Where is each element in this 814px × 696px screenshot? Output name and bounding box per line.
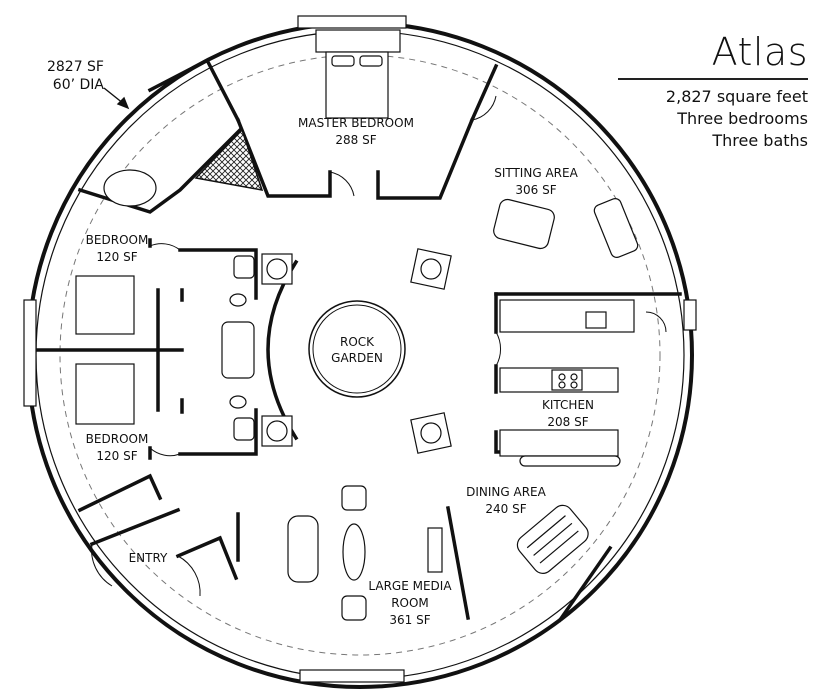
rock-garden-label-1: ROCK xyxy=(340,335,375,349)
dining-area-label: DINING AREA xyxy=(466,485,547,499)
diameter-arrow xyxy=(103,87,130,110)
bedroom-lower-label: BEDROOM xyxy=(86,432,149,446)
master-closet-hatch xyxy=(194,128,264,191)
dining-area-area: 240 SF xyxy=(485,502,526,516)
bedroom-upper-label: BEDROOM xyxy=(86,233,149,247)
diameter-value: 60’ DIA xyxy=(52,77,104,93)
kitchen-area: 208 SF xyxy=(547,415,588,429)
spec-bedrooms: Three bedrooms xyxy=(677,109,808,128)
master-bedroom-area: 288 SF xyxy=(335,133,376,147)
title-rule xyxy=(618,78,808,80)
spec-area: 2,827 square feet xyxy=(665,87,808,106)
kitchen-label: KITCHEN xyxy=(542,398,594,412)
title-block: Atlas 2,827 square feet Three bedrooms T… xyxy=(618,30,808,152)
room-labels: MASTER BEDROOM 288 SF SITTING AREA 306 S… xyxy=(86,116,594,627)
bedroom-lower-area: 120 SF xyxy=(96,449,137,463)
media-room-area: 361 SF xyxy=(389,613,430,627)
dome-windows xyxy=(23,15,697,683)
media-room-label-2: ROOM xyxy=(391,596,429,610)
kitchen-counters xyxy=(499,299,635,467)
sitting-area-area: 306 SF xyxy=(515,183,556,197)
diameter-note: 2827 SF 60’ DIA xyxy=(40,58,104,94)
master-bedroom-label: MASTER BEDROOM xyxy=(298,116,414,130)
bedroom-upper-area: 120 SF xyxy=(96,250,137,264)
doors xyxy=(91,95,667,597)
media-room-label-1: LARGE MEDIA xyxy=(368,579,452,593)
square-footage-note: 2827 SF xyxy=(46,59,104,75)
entry-label: ENTRY xyxy=(129,551,168,565)
sitting-area-label: SITTING AREA xyxy=(494,166,578,180)
furniture xyxy=(75,29,639,621)
rock-garden-label-2: GARDEN xyxy=(331,351,383,365)
plan-title: Atlas xyxy=(711,30,808,74)
interior-walls xyxy=(36,59,682,623)
rock-garden: ROCK GARDEN xyxy=(308,300,406,398)
spec-baths: Three baths xyxy=(712,131,808,150)
